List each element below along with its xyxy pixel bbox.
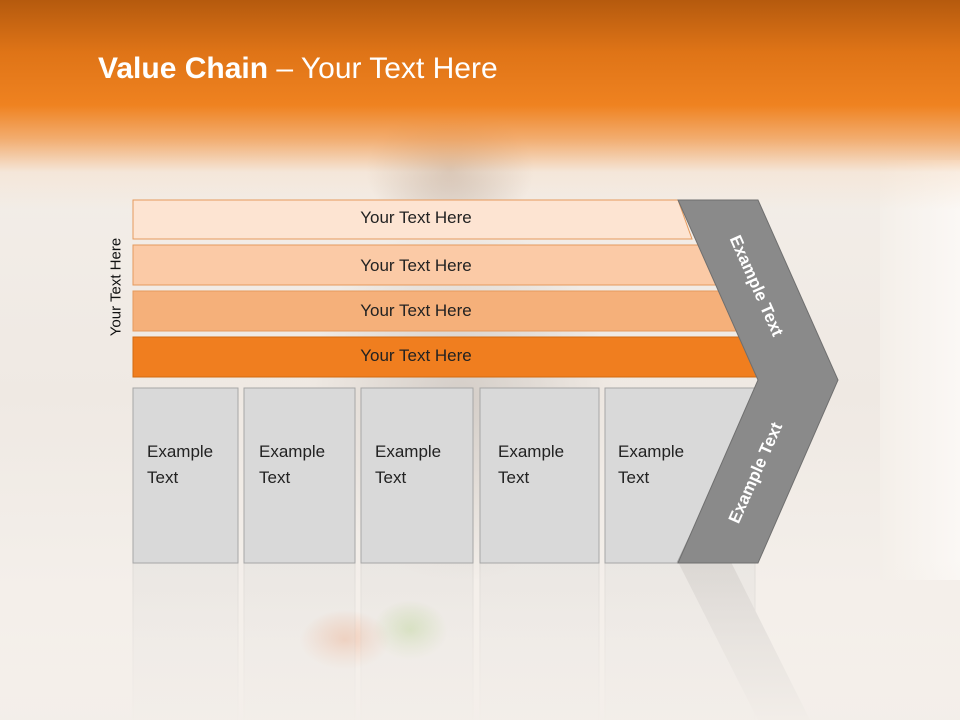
bar-label-3: Your Text Here (360, 301, 472, 320)
reflection (0, 560, 960, 720)
box-text-1-line2: Text (147, 468, 179, 487)
box-text-3-line2: Text (375, 468, 407, 487)
bar-shape-1 (132, 199, 693, 240)
chevron-shape (677, 199, 839, 564)
box-text-2-line2: Text (259, 468, 291, 487)
box-shape-5 (604, 387, 761, 564)
bar-label-1: Your Text Here (360, 208, 472, 227)
background-shelf (880, 160, 960, 580)
title-rest: – Your Text Here (268, 52, 498, 85)
box-shape-3 (360, 387, 474, 564)
title-bold: Value Chain (98, 52, 269, 85)
header-band (0, 0, 960, 210)
slide-title: Value Chain – Your Text Here (98, 52, 498, 86)
box-text-5: Example Text (618, 439, 708, 491)
bar-label-2: Your Text Here (360, 256, 472, 275)
box-shape-1 (132, 387, 239, 564)
box-text-5-line1: Example (618, 442, 685, 461)
box-text-2-line1: Example (259, 442, 326, 461)
box-text-4-line1: Example (498, 442, 565, 461)
box-text-5-line2: Text (618, 468, 650, 487)
box-text-4-line2: Text (498, 468, 530, 487)
box-text-3: Example Text (375, 439, 465, 491)
box-text-1-line1: Example (147, 442, 214, 461)
box-text-1: Example Text (147, 439, 237, 491)
side-label: Your Text Here (107, 237, 125, 337)
box-text-4: Example Text (498, 439, 588, 491)
box-shape-4 (479, 387, 600, 564)
reflection-fade (0, 560, 960, 720)
box-text-3-line1: Example (375, 442, 442, 461)
bar-label-4: Your Text Here (360, 346, 472, 365)
box-shape-2 (243, 387, 356, 564)
box-text-2: Example Text (259, 439, 349, 491)
